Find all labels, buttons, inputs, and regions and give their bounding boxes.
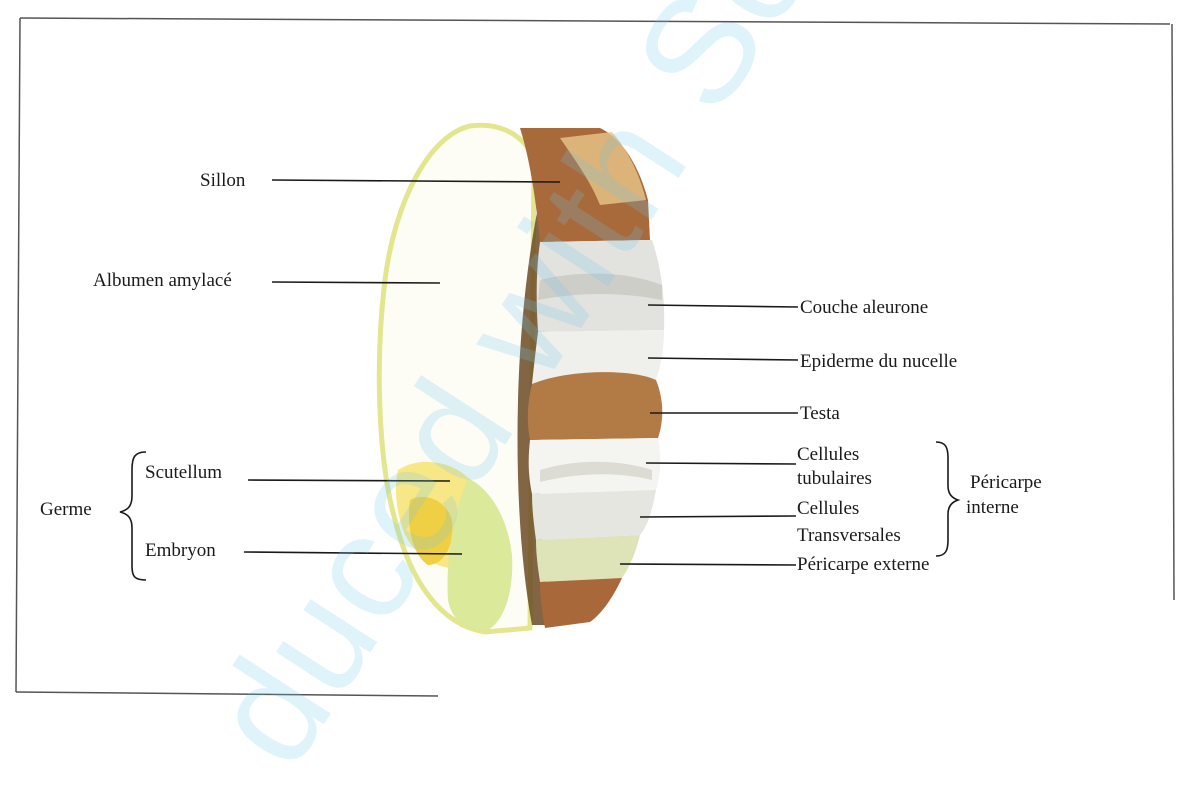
pericarpe-interne-brace bbox=[936, 442, 958, 556]
wheat-grain-illustration bbox=[0, 0, 1183, 701]
leader-pericarpe-externe bbox=[620, 564, 796, 565]
label-scutellum: Scutellum bbox=[145, 462, 222, 484]
label-germe: Germe bbox=[40, 499, 92, 521]
outer-pericarp-layer bbox=[536, 535, 640, 582]
label-pericarpe-interne-2: interne bbox=[966, 497, 1019, 519]
leader-epiderme-nucelle bbox=[648, 358, 798, 360]
label-pericarpe-interne-1: Péricarpe bbox=[970, 472, 1042, 494]
label-pericarpe-externe: Péricarpe externe bbox=[797, 554, 929, 576]
leader-albumen bbox=[272, 282, 440, 283]
leader-cellules-transversales bbox=[640, 516, 796, 517]
label-cellules-tubulaires-2: tubulaires bbox=[797, 468, 872, 490]
leader-scutellum bbox=[248, 480, 450, 481]
label-cellules-tubulaires-1: Cellules bbox=[797, 444, 859, 466]
leader-cellules-tubulaires bbox=[646, 463, 796, 464]
diagram-canvas: duced with Sc Sillon Albumen amylacé Cou… bbox=[0, 0, 1183, 701]
transverse-cells-layer bbox=[532, 490, 656, 540]
label-cellules-transversales-2: Transversales bbox=[797, 525, 901, 547]
label-couche-aleurone: Couche aleurone bbox=[800, 297, 928, 319]
label-albumen-amylace: Albumen amylacé bbox=[93, 270, 232, 292]
germe-brace bbox=[120, 452, 146, 580]
leader-couche-aleurone bbox=[648, 305, 798, 307]
label-sillon: Sillon bbox=[200, 170, 245, 192]
grain-base bbox=[540, 578, 622, 628]
testa-layer bbox=[528, 372, 662, 440]
label-testa: Testa bbox=[800, 403, 840, 425]
label-embryon: Embryon bbox=[145, 540, 216, 562]
label-cellules-transversales-1: Cellules bbox=[797, 498, 859, 520]
label-epiderme-nucelle: Epiderme du nucelle bbox=[800, 351, 957, 373]
